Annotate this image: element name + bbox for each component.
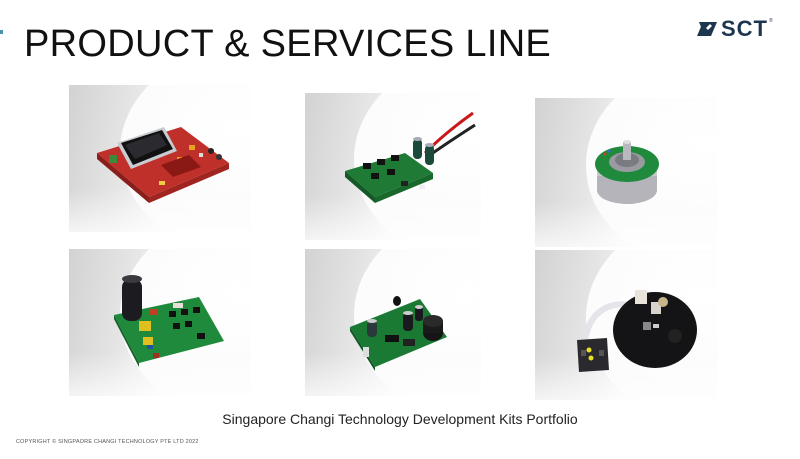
- logo-text: SCT: [721, 16, 768, 41]
- buzzer-board-illustration: [350, 296, 447, 371]
- copyright-notice: COPYRIGHT © SINGPAORE CHANGI TECHNOLOGY …: [16, 439, 199, 445]
- product-image-round-controller: [535, 250, 717, 400]
- product-image-buzzer-board: [305, 249, 481, 396]
- round-controller-illustration: [577, 290, 697, 372]
- sct-logo-mark-icon: [697, 20, 719, 38]
- sct-logo: SCT ®: [697, 18, 773, 40]
- product-image-dev-board-lcd: [69, 85, 251, 232]
- page-title: PRODUCT & SERVICES LINE: [24, 23, 552, 65]
- power-control-board-illustration: [114, 275, 224, 367]
- dev-board-lcd-illustration: [97, 127, 229, 203]
- product-image-power-control-board: [69, 249, 251, 396]
- accent-mark: [0, 30, 3, 34]
- portfolio-caption: Singapore Changi Technology Development …: [222, 411, 578, 427]
- registered-mark: ®: [769, 18, 773, 24]
- bldc-motor-illustration: [595, 140, 659, 204]
- product-image-motor-driver-board: [305, 93, 481, 240]
- motor-driver-board-illustration: [345, 111, 476, 203]
- product-image-bldc-motor: [535, 98, 717, 247]
